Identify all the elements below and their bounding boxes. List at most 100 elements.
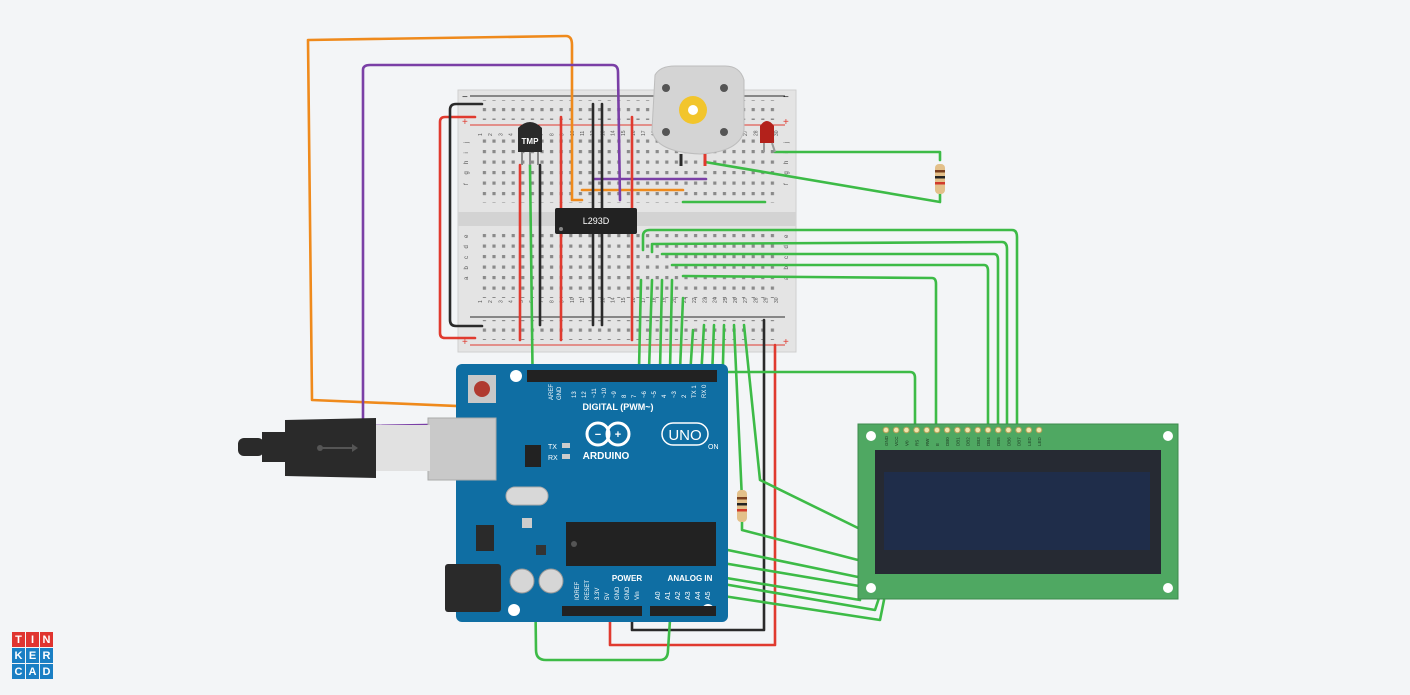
lcd-pin-label: DB7: [1017, 437, 1022, 446]
row-letter-right: j: [784, 142, 790, 144]
reset-button[interactable]: [468, 375, 496, 403]
arduino-model: UNO: [668, 427, 701, 444]
lcd-pin[interactable]: [903, 426, 910, 434]
l293d-driver-chip[interactable]: L293D: [555, 208, 637, 234]
logo-letter: E: [26, 648, 39, 663]
lcd-pin[interactable]: [1015, 426, 1022, 434]
row-letter-left: c: [464, 256, 470, 259]
column-number-bottom: 29: [764, 297, 770, 303]
row-letter-right: d: [784, 245, 790, 248]
column-number-bottom: 10: [570, 297, 576, 303]
a4-label: A4: [695, 591, 702, 600]
lcd-pin[interactable]: [984, 426, 992, 434]
lcd-pin[interactable]: [964, 426, 971, 434]
row-letter-right: g: [784, 171, 790, 174]
tx-label: TX: [548, 444, 557, 451]
lcd-pin-label: E: [935, 443, 940, 446]
lcd-pin[interactable]: [923, 426, 931, 434]
lcd-pin-label: DB2: [966, 437, 971, 446]
lcd-pin[interactable]: [943, 426, 951, 434]
row-letter-left: d: [464, 245, 470, 248]
lcd-pin[interactable]: [1035, 426, 1043, 434]
digital-label: DIGITAL (PWM~): [583, 402, 654, 412]
lcd-pin-label: RW: [925, 438, 930, 446]
column-number-top: 11: [580, 131, 586, 136]
gear-icon: [679, 96, 707, 124]
row-letter-left: e: [464, 234, 470, 238]
wire-green-h: [703, 323, 867, 589]
column-number-top: 2: [488, 133, 494, 136]
lcd-pin[interactable]: [913, 426, 920, 434]
red-led[interactable]: [760, 121, 776, 153]
column-number-bottom: 28: [753, 297, 759, 303]
lcd-pin-label: LED: [1037, 436, 1042, 446]
column-number-bottom: 25: [723, 297, 729, 303]
column-number-top: 27: [743, 130, 749, 136]
lcd-pin[interactable]: [933, 426, 941, 434]
lcd-pin-label: RS: [915, 440, 920, 446]
digital-pin-label: RX 0: [702, 384, 708, 398]
temperature-sensor[interactable]: TMP: [518, 122, 542, 165]
column-number-bottom: 4: [509, 300, 515, 303]
usb-connector[interactable]: [238, 417, 497, 481]
wire-green-l: [698, 578, 882, 612]
lcd-pin[interactable]: [1005, 426, 1012, 434]
lcd-pin[interactable]: [954, 426, 961, 434]
usb-icon: [317, 444, 358, 452]
wire-red-left: [438, 115, 477, 340]
tmp-label: TMP: [522, 137, 540, 146]
digital-pin-label: ~5: [652, 390, 658, 398]
v33-label: 3.3V: [595, 588, 601, 600]
power-label: POWER: [612, 574, 642, 583]
dc-motor[interactable]: [651, 65, 745, 166]
column-number-bottom: 1: [478, 300, 484, 303]
lcd-screen: [884, 472, 1150, 550]
resistor-lcd[interactable]: [737, 490, 747, 522]
wire-green-e2: [678, 296, 685, 372]
resistor-led[interactable]: [935, 164, 945, 194]
a3-label: A3: [685, 591, 692, 600]
wire-green-a: [637, 278, 643, 372]
digital-pin-label: 13: [572, 391, 578, 398]
svg-text:−: −: [595, 429, 601, 441]
column-number-top: 1: [478, 133, 484, 136]
wire-green-b: [647, 278, 654, 372]
row-letter-right: b: [784, 266, 790, 270]
column-number-bottom: 18: [651, 297, 657, 303]
column-number-bottom: 15: [621, 297, 627, 303]
analog-label: ANALOG IN: [668, 574, 713, 583]
lcd-pin[interactable]: [994, 426, 1002, 434]
lcd-pin[interactable]: [892, 426, 900, 434]
power-header[interactable]: [562, 606, 642, 616]
column-number-bottom: 22: [692, 297, 698, 303]
lcd-pin[interactable]: [882, 426, 890, 434]
column-number-bottom: 23: [702, 297, 708, 303]
logo-letter: R: [40, 648, 53, 663]
lcd-pin-label: GND: [884, 435, 889, 446]
wire-green-motor: [703, 160, 942, 204]
logo-letter: A: [26, 664, 39, 679]
rail-plus-label: +: [462, 117, 468, 128]
gnd-label-1: GND: [615, 586, 621, 600]
wire-green-e: [681, 274, 938, 430]
vin-label: Vin: [635, 591, 641, 600]
column-number-bottom: 8: [549, 300, 555, 303]
analog-header[interactable]: [650, 606, 716, 616]
column-number-top: 9: [560, 133, 566, 136]
logo-letter: K: [12, 648, 25, 663]
power-jack[interactable]: [445, 564, 501, 612]
wire-black-left: [448, 102, 484, 328]
digital-header[interactable]: [527, 370, 717, 382]
lcd-pin-label: DB0: [945, 437, 950, 446]
digital-pin-label: 2: [682, 394, 688, 398]
wire-green-rs: [714, 370, 917, 430]
column-number-bottom: 3: [498, 300, 504, 303]
column-number-bottom: 19: [662, 297, 668, 303]
lcd-pin[interactable]: [1025, 426, 1033, 434]
row-letter-right: h: [784, 161, 790, 164]
lcd-pin[interactable]: [974, 426, 982, 434]
digital-pin-label: ~9: [612, 390, 618, 398]
